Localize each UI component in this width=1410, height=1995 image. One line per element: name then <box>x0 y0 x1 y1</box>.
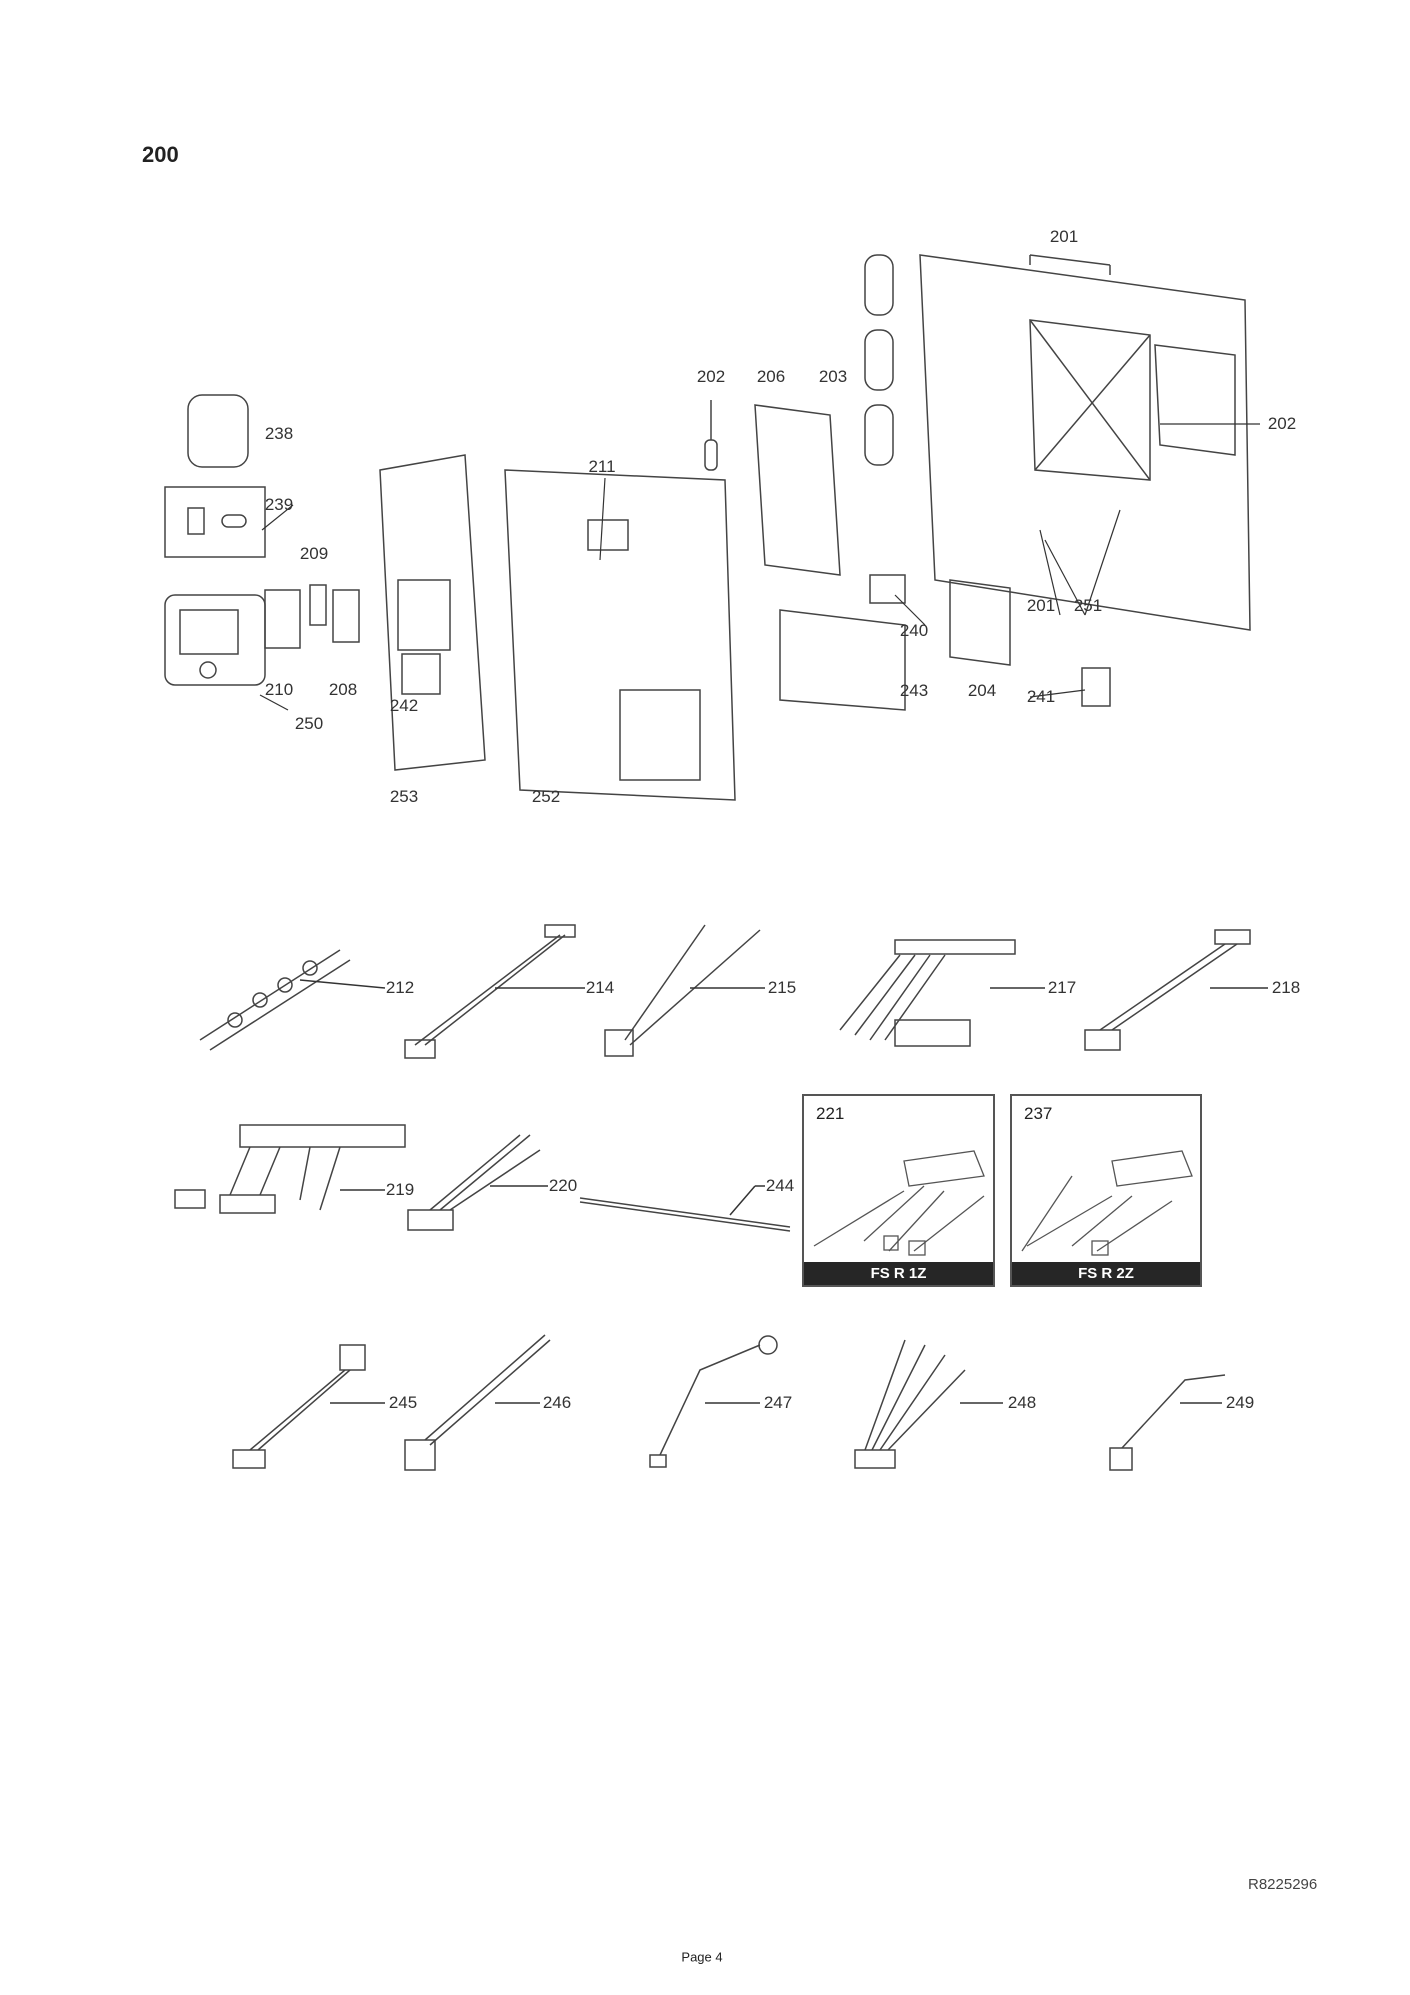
page-number: Page 4 <box>681 1949 723 1965</box>
part-label-208: 208 <box>328 680 358 699</box>
part-label-218: 218 <box>1271 978 1301 997</box>
part-label-204: 204 <box>967 681 997 700</box>
part-219-drawing <box>174 1124 406 1214</box>
part-218-drawing <box>1084 929 1268 1051</box>
part-label-239: 239 <box>264 495 294 514</box>
kit-box-221: 221 FS R 1Z <box>802 1094 995 1287</box>
kit-number: 237 <box>1024 1104 1053 1123</box>
part-label-242: 242 <box>389 696 419 715</box>
part-210-drawing <box>264 589 301 649</box>
part-label-202-right: 202 <box>1267 414 1297 433</box>
part-204-drawing <box>949 579 1011 666</box>
kit-number: 221 <box>816 1104 845 1123</box>
part-label-243: 243 <box>899 681 929 700</box>
part-203-drawing <box>864 254 894 466</box>
part-label-217: 217 <box>1047 978 1077 997</box>
part-239-drawing <box>164 486 266 558</box>
part-214-drawing <box>404 924 585 1059</box>
part-label-245: 245 <box>388 1393 418 1412</box>
part-label-214: 214 <box>585 978 615 997</box>
part-250-drawing <box>164 594 266 686</box>
part-label-246: 246 <box>542 1393 572 1412</box>
kit-237-drawing <box>1021 1150 1193 1256</box>
part-label-253: 253 <box>389 787 419 806</box>
part-label-203: 203 <box>818 367 848 386</box>
part-label-219: 219 <box>385 1180 415 1199</box>
section-title: 200 <box>142 142 179 167</box>
kit-box-237: 237 FS R 2Z <box>1010 1094 1202 1287</box>
part-246-drawing <box>404 1334 551 1471</box>
part-249-drawing <box>1109 1374 1226 1471</box>
part-label-215: 215 <box>767 978 797 997</box>
part-248-drawing <box>854 1339 1003 1469</box>
kit-221-drawing <box>813 1150 985 1256</box>
part-243-drawing <box>779 609 906 711</box>
part-244-drawing <box>579 1185 791 1232</box>
part-252-drawing <box>504 469 736 801</box>
part-217-drawing <box>839 939 1045 1047</box>
part-245-drawing <box>232 1344 385 1469</box>
part-240-drawing <box>869 574 906 604</box>
part-label-220: 220 <box>548 1176 578 1195</box>
part-label-201-bottom: 201 <box>1026 596 1056 615</box>
part-247-drawing <box>649 1335 778 1468</box>
part-label-250: 250 <box>294 714 324 733</box>
part-label-241: 241 <box>1026 687 1056 706</box>
part-label-248: 248 <box>1007 1393 1037 1412</box>
part-label-247: 247 <box>763 1393 793 1412</box>
part-label-249: 249 <box>1225 1393 1255 1412</box>
part-label-244: 244 <box>765 1176 795 1195</box>
part-209-drawing <box>309 584 327 626</box>
part-212-drawing <box>199 949 386 1051</box>
kit-name: FS R 1Z <box>804 1262 993 1285</box>
part-label-251: 251 <box>1073 596 1103 615</box>
part-main-housing-drawing <box>919 254 1251 631</box>
part-220-drawing <box>407 1134 548 1231</box>
part-241-drawing <box>1081 667 1111 707</box>
part-label-201: 201 <box>1049 227 1079 246</box>
part-label-240: 240 <box>899 621 929 640</box>
part-253-drawing <box>379 454 486 771</box>
kit-name: FS R 2Z <box>1012 1262 1200 1285</box>
part-label-209: 209 <box>299 544 329 563</box>
part-label-202: 202 <box>696 367 726 386</box>
part-label-211: 211 <box>588 457 616 476</box>
drawing-reference: R8225296 <box>1248 1876 1318 1893</box>
part-215-drawing <box>604 924 765 1057</box>
part-label-238: 238 <box>264 424 294 443</box>
part-label-210: 210 <box>264 680 294 699</box>
part-label-206: 206 <box>756 367 786 386</box>
part-238-drawing <box>187 394 249 468</box>
part-206-drawing <box>754 404 841 576</box>
part-label-212: 212 <box>385 978 415 997</box>
part-202-drawing <box>704 400 718 471</box>
part-label-252: 252 <box>531 787 561 806</box>
part-208-drawing <box>332 589 360 643</box>
